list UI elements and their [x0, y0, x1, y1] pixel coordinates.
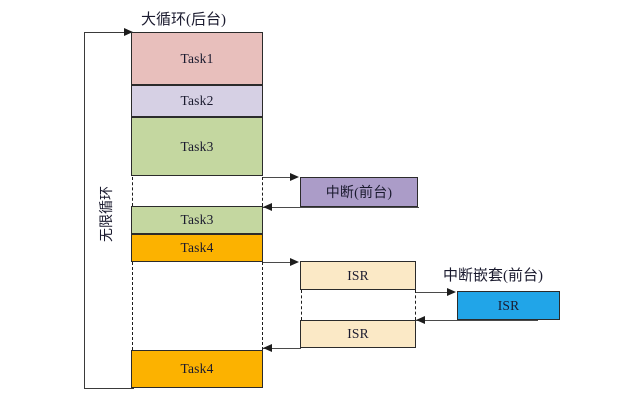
nested-interrupt-title: 中断嵌套(前台) [443, 268, 543, 284]
nested-isr-block: ISR [457, 291, 560, 320]
nested-enter-line [416, 292, 454, 293]
isr-block-second: ISR [300, 320, 416, 348]
loop-top-arrowhead [124, 27, 133, 36]
loop-top-line [84, 32, 126, 33]
gap2-dashed-left [132, 262, 133, 350]
interrupt-return-arrowhead [263, 202, 272, 211]
isr-enter-line [263, 262, 297, 263]
gap2-dashed-right [262, 262, 263, 350]
interrupt-enter-arrowhead [290, 172, 299, 181]
loop-left-vertical [84, 32, 85, 389]
task-block-task1: Task1 [131, 32, 263, 85]
gap1-dashed-left [132, 177, 133, 206]
isr-return-arrowhead [263, 343, 272, 352]
interrupt-enter-line [263, 177, 297, 178]
gap1-dashed-right [262, 177, 263, 206]
task-block-task3-resumed: Task3 [131, 206, 263, 234]
infinite-loop-label: 无限循环 [100, 186, 115, 242]
task-block-task3-first: Task3 [131, 117, 263, 176]
isr-block-first: ISR [300, 261, 416, 290]
interrupt-foreground-block: 中断(前台) [300, 177, 418, 207]
task-block-task4-first: Task4 [131, 234, 263, 262]
task-block-task2: Task2 [131, 85, 263, 117]
nested-return-line [416, 320, 538, 321]
isr-enter-arrowhead [290, 257, 299, 266]
main-loop-title: 大循环(后台) [141, 12, 226, 28]
isr-gap-dashed-right [415, 290, 416, 320]
loop-bottom-line [84, 388, 134, 389]
isr-return-line [263, 348, 301, 349]
isr-gap-dashed-left [301, 290, 302, 320]
nested-return-arrowhead [416, 315, 425, 324]
nested-enter-arrowhead [447, 287, 456, 296]
task-block-task4-resumed: Task4 [131, 350, 263, 388]
interrupt-return-line [263, 207, 419, 208]
